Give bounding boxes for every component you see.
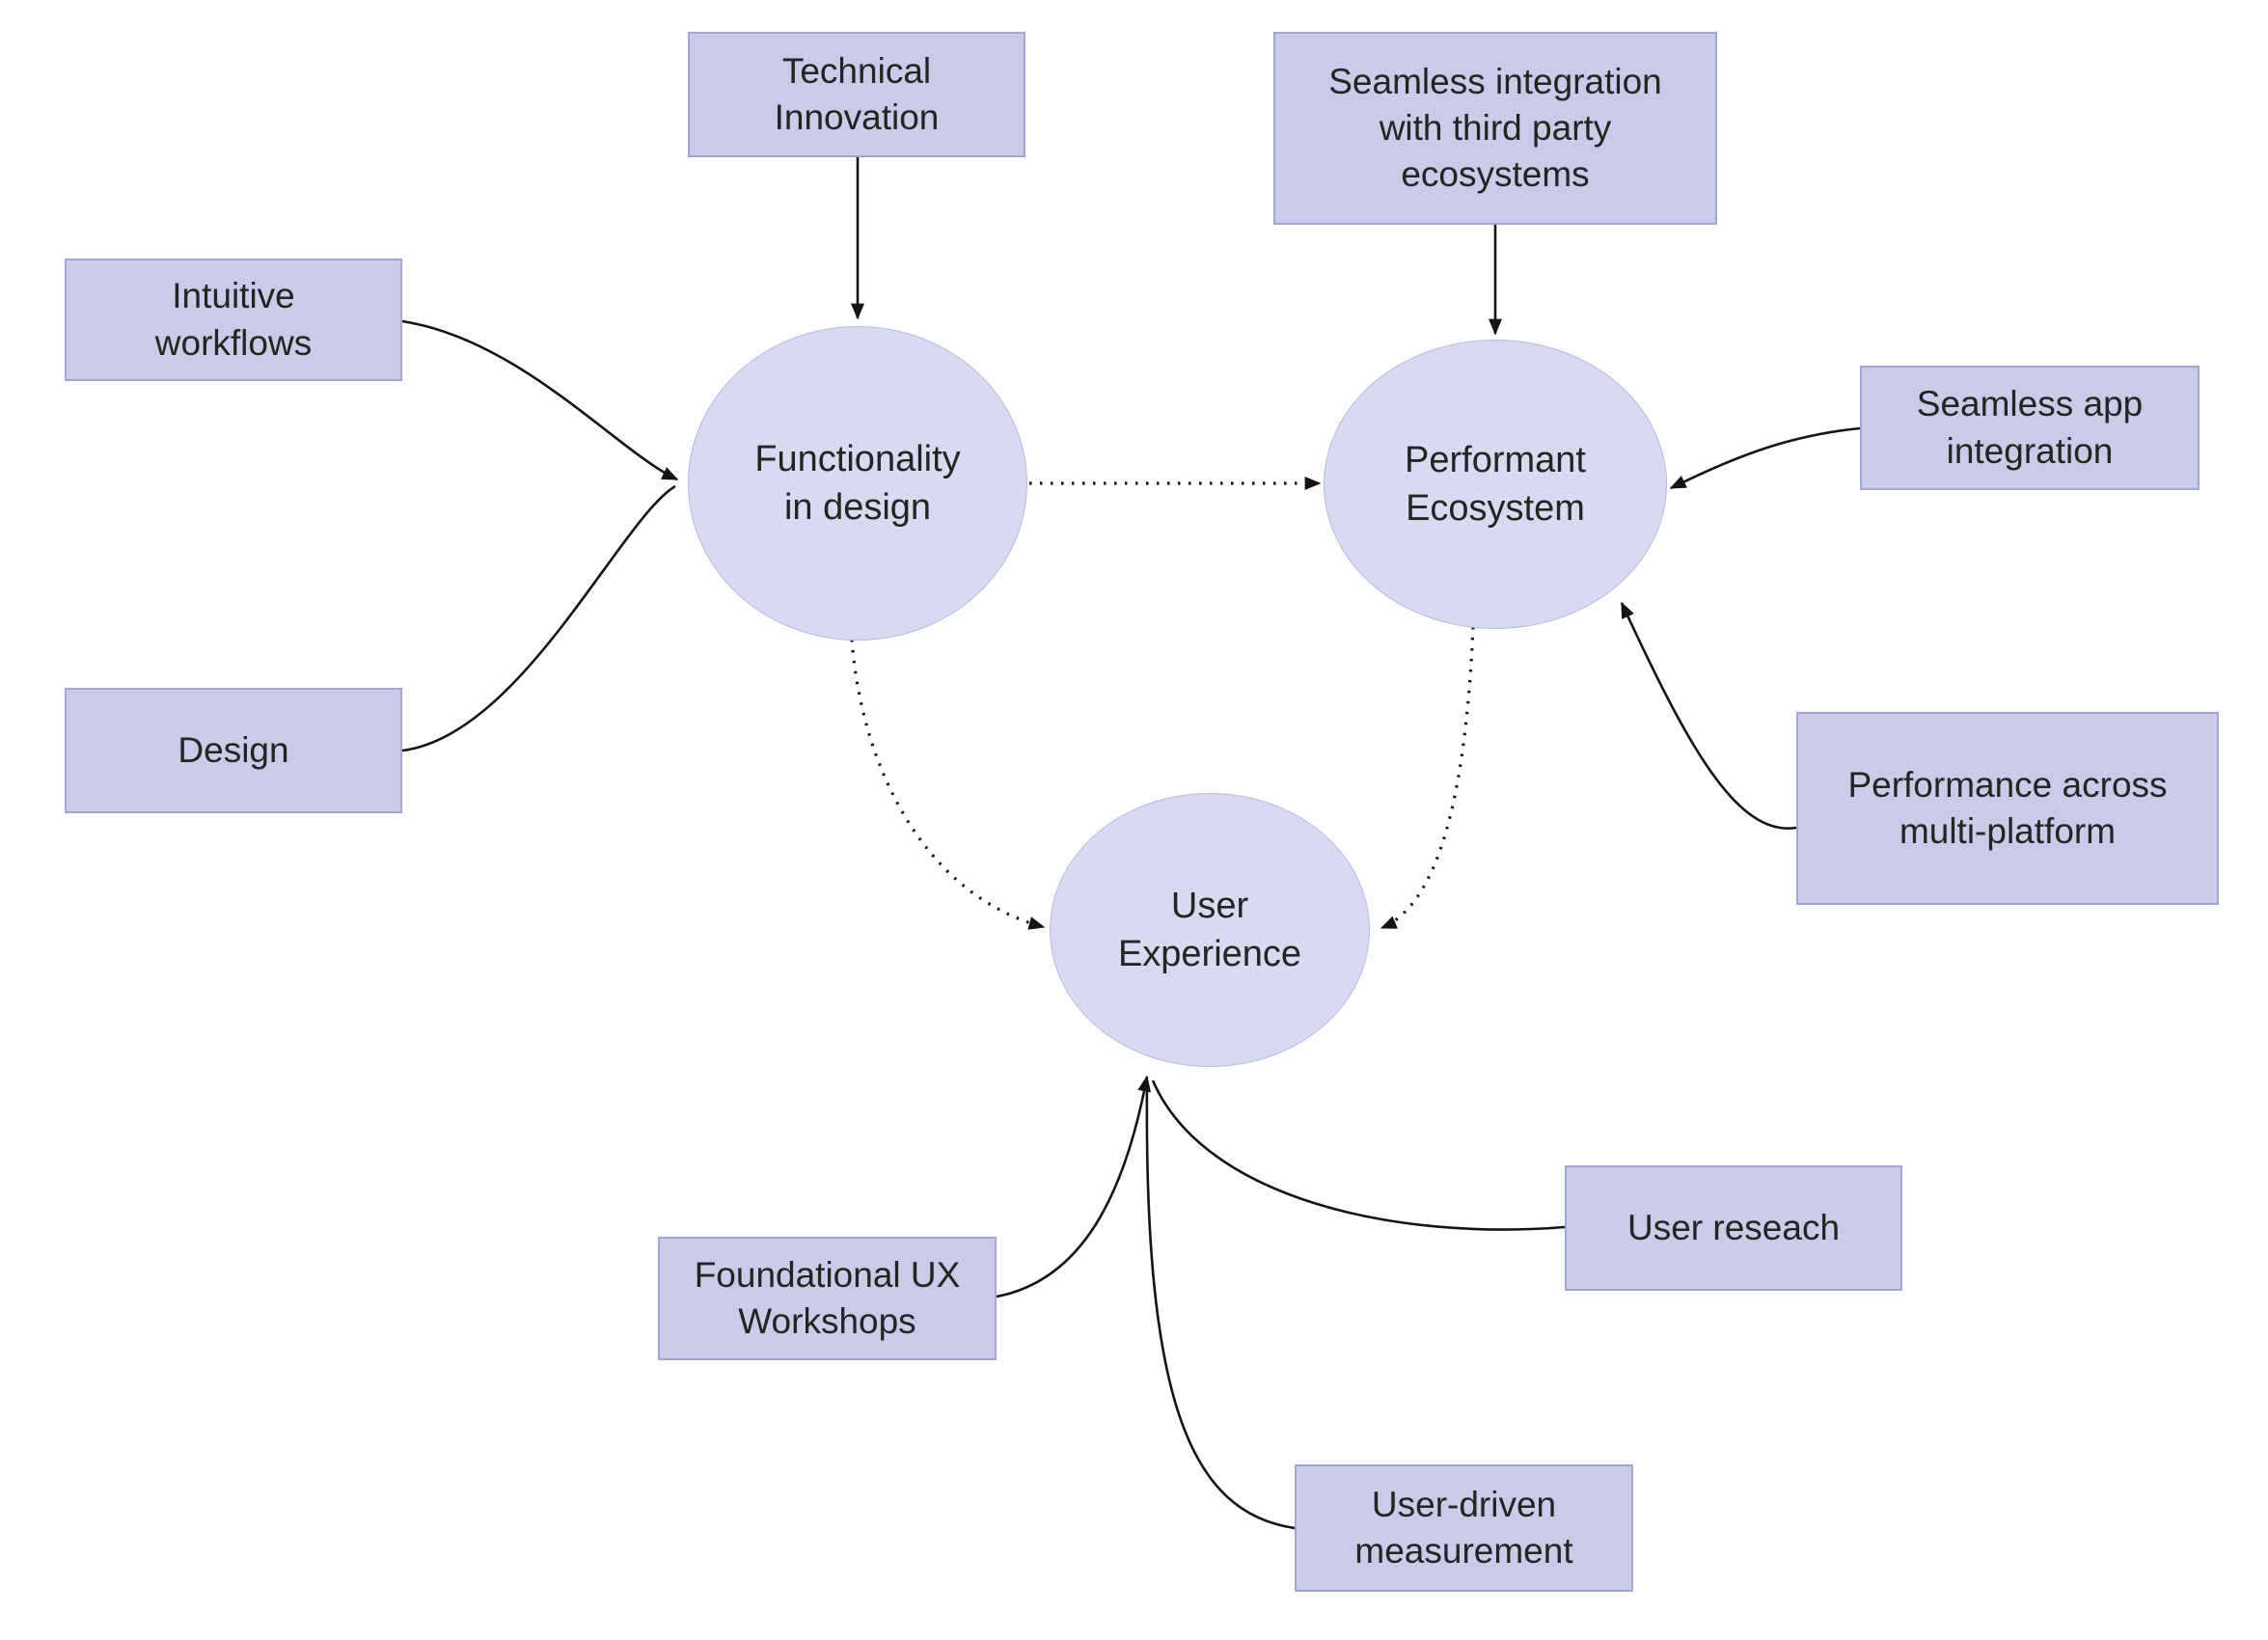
node-label: with third party	[1379, 107, 1612, 148]
node-label: Experience	[1117, 934, 1302, 974]
node-label: Intuitive	[172, 276, 295, 316]
edge-performant-ecosystem--user-experience[interactable]	[1380, 626, 1475, 930]
node-label: measurement	[1354, 1531, 1573, 1571]
box-seamless-integration-third-party[interactable]: Seamless integration with third party ecos…	[1273, 32, 1717, 225]
node-label: Workshops	[738, 1301, 916, 1341]
edge-intuitive-workflows--functionality-in-design[interactable]	[401, 319, 679, 481]
box-user-reseach[interactable]: User reseach	[1565, 1165, 1902, 1291]
box-seamless-app-integration[interactable]: Seamless app integration	[1860, 366, 2200, 490]
node-label: Foundational UX	[694, 1254, 961, 1295]
edge-user-driven-measurement--user-experience[interactable]	[1145, 1083, 1296, 1530]
edge-seamless-app-integration--performant-ecosystem[interactable]	[1669, 426, 1861, 490]
box-user-driven-measurement[interactable]: User-driven measurement	[1295, 1464, 1633, 1592]
node-label: integration	[1946, 430, 2114, 471]
node-label: multi-platform	[1899, 811, 2117, 851]
edge-design--functionality-in-design[interactable]	[401, 484, 676, 752]
node-label: in design	[783, 487, 932, 528]
node-label: Innovation	[774, 97, 940, 137]
edge-foundational-ux-workshops--user-experience[interactable]	[996, 1075, 1152, 1298]
node-label: Performant	[1405, 439, 1586, 480]
node-label: Performance across	[1847, 764, 2168, 805]
box-performance-across-multi-platform[interactable]: Performance across multi-platform	[1796, 712, 2219, 905]
node-label: Seamless app	[1916, 384, 2144, 424]
box-design[interactable]: Design	[65, 688, 402, 813]
edge-performance-across-multi-platform--performant-ecosystem[interactable]	[1620, 601, 1797, 830]
node-label: User-driven	[1371, 1484, 1557, 1524]
node-functionality-in-design[interactable]: Functionality in design	[688, 326, 1027, 641]
box-intuitive-workflows[interactable]: Intuitive workflows	[65, 259, 402, 381]
node-label: Technical	[781, 50, 932, 91]
box-foundational-ux-workshops[interactable]: Foundational UX Workshops	[658, 1237, 997, 1360]
edge-functionality-in-design--user-experience[interactable]	[850, 639, 1046, 930]
node-label: ecosystems	[1401, 154, 1590, 195]
node-label: Design	[178, 729, 289, 770]
node-label: Ecosystem	[1406, 488, 1585, 529]
node-label: Seamless integration	[1328, 61, 1662, 101]
edge-user-reseach--user-experience[interactable]	[1151, 1080, 1566, 1231]
node-label: Functionality	[754, 438, 961, 479]
node-label: User	[1170, 885, 1249, 926]
node-label: workflows	[154, 322, 313, 363]
node-label: User reseach	[1626, 1207, 1841, 1247]
